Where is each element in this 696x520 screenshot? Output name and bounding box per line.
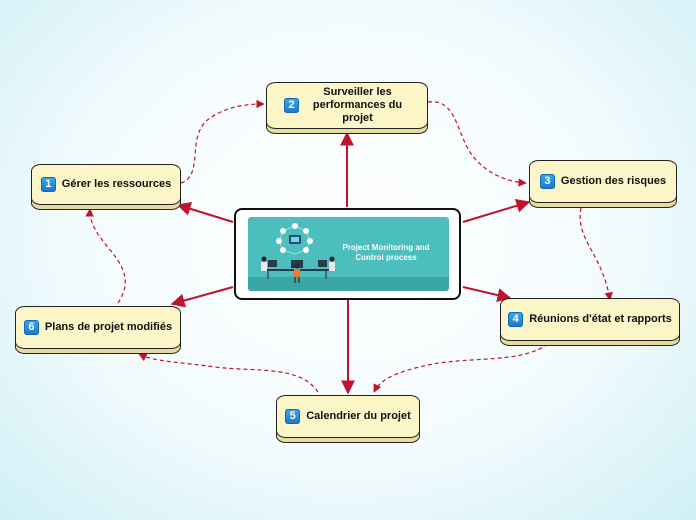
node-label: Gérer les ressources bbox=[61, 178, 172, 190]
node-label: Plans de projet modifiés bbox=[44, 321, 173, 333]
node-label: Réunions d'état et rapports bbox=[529, 313, 672, 325]
dashed-1-to-2 bbox=[180, 99, 265, 184]
number-badge: 3 bbox=[539, 174, 555, 189]
team-illustration bbox=[261, 223, 335, 283]
node-label: Gestion des risques bbox=[560, 175, 667, 187]
dashed-2-to-3 bbox=[427, 101, 527, 187]
number-badge: 6 bbox=[23, 320, 39, 335]
number-badge: 5 bbox=[285, 409, 301, 424]
arrow-to-node-3 bbox=[462, 198, 531, 223]
arrow-to-node-6 bbox=[170, 286, 234, 308]
dashed-6-to-1 bbox=[85, 208, 126, 304]
central-image-title: Project Monitoring and Control process bbox=[342, 243, 430, 262]
number-badge: 1 bbox=[40, 177, 56, 192]
node-project-schedule[interactable]: 5 Calendrier du projet bbox=[276, 395, 420, 438]
central-image: Project Monitoring and Control process bbox=[248, 217, 449, 291]
floor-strip bbox=[248, 277, 449, 291]
node-monitor-performance[interactable]: 2 Surveiller les performances du projet bbox=[266, 82, 428, 129]
number-badge: 2 bbox=[284, 98, 299, 113]
node-manage-resources[interactable]: 1 Gérer les ressources bbox=[31, 164, 181, 205]
central-topic[interactable]: Project Monitoring and Control process bbox=[234, 208, 461, 300]
node-modified-plans[interactable]: 6 Plans de projet modifiés bbox=[15, 306, 181, 349]
arrow-to-node-1 bbox=[176, 202, 234, 223]
dashed-3-to-4 bbox=[579, 207, 613, 301]
node-status-meetings[interactable]: 4 Réunions d'état et rapports bbox=[500, 298, 680, 341]
dashed-5-to-6 bbox=[138, 353, 319, 393]
node-label: Calendrier du projet bbox=[306, 410, 411, 422]
node-risk-management[interactable]: 3 Gestion des risques bbox=[529, 160, 677, 203]
arrow-to-node-4 bbox=[462, 286, 512, 302]
dashed-4-to-5 bbox=[373, 343, 549, 393]
node-label: Surveiller les performances du projet bbox=[312, 86, 403, 124]
number-badge: 4 bbox=[508, 312, 524, 327]
